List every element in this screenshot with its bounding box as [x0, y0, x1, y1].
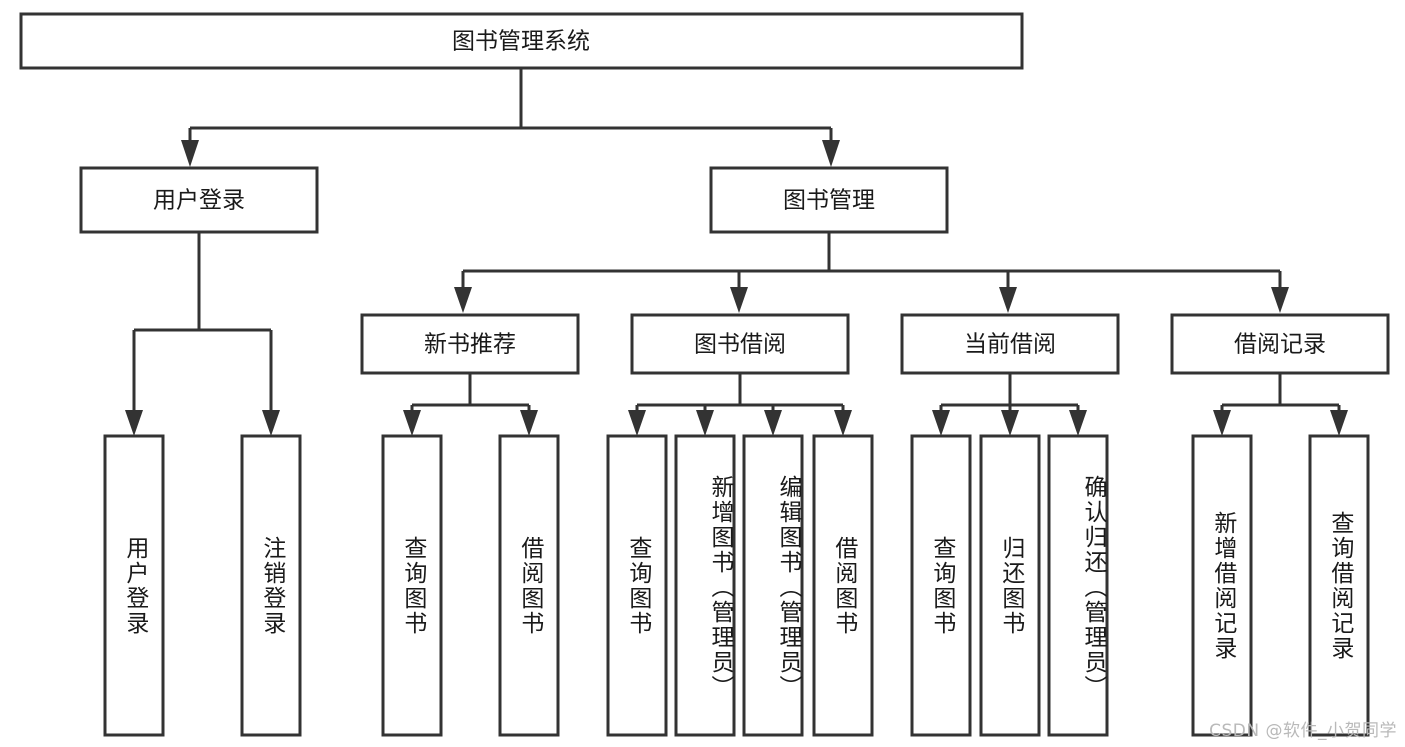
node-level3-book-borrow[interactable] [630, 313, 850, 375]
label-level3-borrow-record: 借阅记录 [1234, 332, 1326, 358]
arrowhead-book-borrow-leaf-2 [696, 410, 714, 436]
arrowhead-borrow-record-leaf-2 [1330, 410, 1348, 436]
label-level3-new-book-recommend: 新书推荐 [424, 332, 516, 358]
arrowhead-level3-3 [999, 287, 1017, 313]
node-level2-book-management[interactable] [709, 166, 949, 234]
arrowhead-level3-2 [730, 287, 748, 313]
node-level3-new-book-recommend[interactable] [360, 313, 580, 375]
connector-group-borrow-record-to-leaves [1213, 373, 1348, 436]
csdn-watermark: CSDN @软件_小贺同学 [1209, 721, 1397, 741]
node-leaf-new-book-2[interactable] [498, 434, 560, 737]
node-leaf-current-borrow-1[interactable] [910, 434, 972, 737]
label-root-book-management-system: 图书管理系统 [452, 29, 590, 55]
arrowhead-current-borrow-leaf-3 [1069, 410, 1087, 436]
arrowhead-new-book-leaf-1 [403, 410, 421, 436]
node-leaf-book-borrow-1[interactable] [606, 434, 668, 737]
label-level3-current-borrow: 当前借阅 [964, 332, 1056, 358]
label-level2-book-management: 图书管理 [783, 188, 875, 214]
node-level3-current-borrow[interactable] [900, 313, 1120, 375]
arrowhead-user-login-leaf-1 [125, 410, 143, 436]
arrowhead-level3-4 [1271, 287, 1289, 313]
node-leaf-borrow-record-2[interactable] [1308, 434, 1370, 737]
node-leaf-book-borrow-4[interactable] [812, 434, 874, 737]
arrowhead-current-borrow-leaf-2 [1001, 410, 1019, 436]
node-root-book-management-system[interactable] [19, 12, 1024, 70]
node-leaf-current-borrow-3[interactable] [1047, 434, 1109, 737]
label-level3-book-borrow: 图书借阅 [694, 332, 786, 358]
node-leaf-user-login-2[interactable] [240, 434, 302, 737]
node-level2-user-login[interactable] [79, 166, 319, 234]
node-leaf-book-borrow-2[interactable] [674, 434, 736, 737]
arrowhead-user-login-leaf-2 [262, 410, 280, 436]
node-leaf-new-book-1[interactable] [381, 434, 443, 737]
arrowhead-level3-1 [454, 287, 472, 313]
arrowhead-new-book-leaf-2 [520, 410, 538, 436]
arrowhead-book-borrow-leaf-4 [834, 410, 852, 436]
label-level2-user-login: 用户登录 [153, 188, 245, 214]
node-leaf-current-borrow-2[interactable] [979, 434, 1041, 737]
arrowhead-book-borrow-leaf-1 [628, 410, 646, 436]
connector-group-book-mgmt-to-level3 [454, 232, 1289, 313]
connector-group-root-to-level2 [181, 68, 840, 167]
arrowhead-book-borrow-leaf-3 [764, 410, 782, 436]
arrowhead-root-to-book-mgmt [822, 140, 840, 167]
node-level3-borrow-record[interactable] [1170, 313, 1390, 375]
arrowhead-root-to-user-login [181, 140, 199, 167]
connector-group-current-borrow-to-leaves [932, 373, 1087, 436]
arrowhead-borrow-record-leaf-1 [1213, 410, 1231, 436]
connector-group-book-borrow-to-leaves [628, 373, 852, 436]
connector-group-new-book-to-leaves [403, 373, 538, 436]
node-leaf-book-borrow-3[interactable] [742, 434, 804, 737]
arrowhead-current-borrow-leaf-1 [932, 410, 950, 436]
node-leaf-borrow-record-1[interactable] [1191, 434, 1253, 737]
node-leaf-user-login-1[interactable] [103, 434, 165, 737]
connector-group-user-login-to-leaves [125, 232, 280, 436]
